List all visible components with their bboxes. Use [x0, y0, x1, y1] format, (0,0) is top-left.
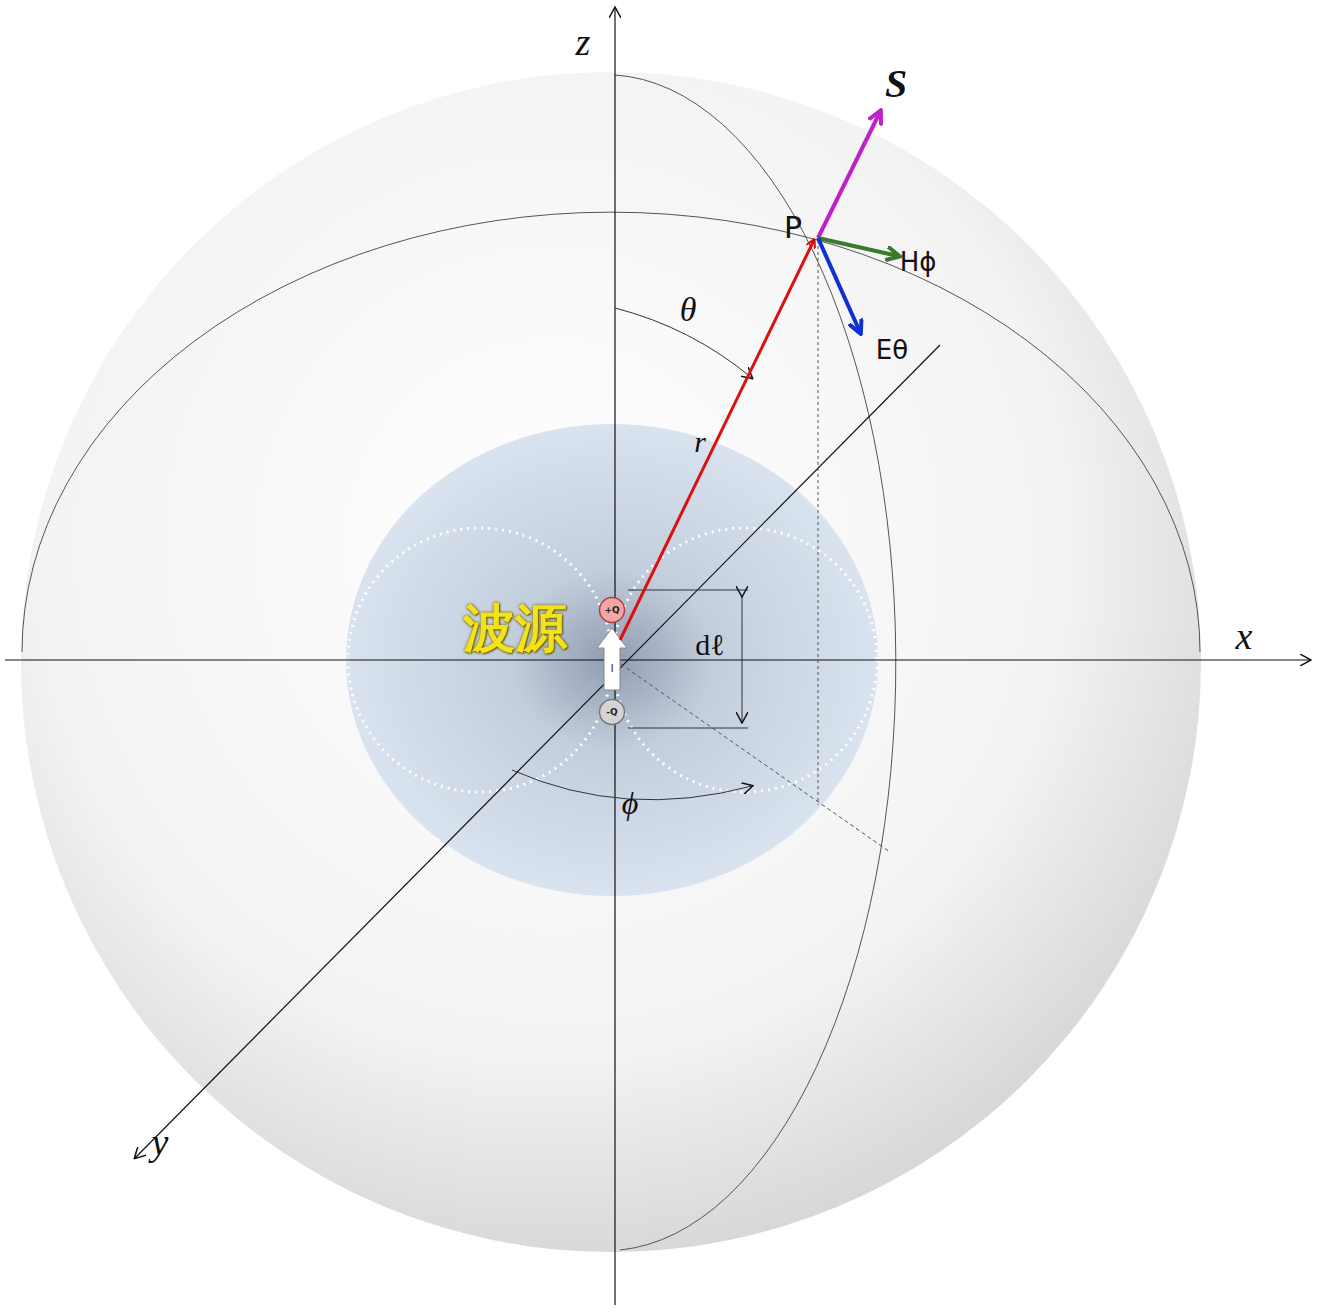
radius-label: r — [694, 427, 706, 457]
point-label: P — [784, 213, 802, 243]
poynting-label: S — [885, 64, 907, 104]
charge-label: +Q — [604, 605, 619, 615]
charge-label: -Q — [606, 707, 617, 717]
charge-circle: -Q — [598, 698, 626, 726]
axis-label: x — [1236, 617, 1253, 655]
dimension-label: dℓ — [695, 630, 724, 660]
field-label: Eθ — [876, 337, 908, 363]
field-label: Hϕ — [900, 249, 937, 275]
current-label: I — [610, 663, 613, 674]
axis-label: z — [576, 23, 591, 61]
angle-label: ϕ — [622, 787, 639, 819]
charge-circle: +Q — [598, 596, 626, 624]
angle-label: θ — [680, 293, 697, 327]
axis-label: y — [152, 1123, 169, 1161]
source-label: 波源 — [463, 602, 567, 654]
